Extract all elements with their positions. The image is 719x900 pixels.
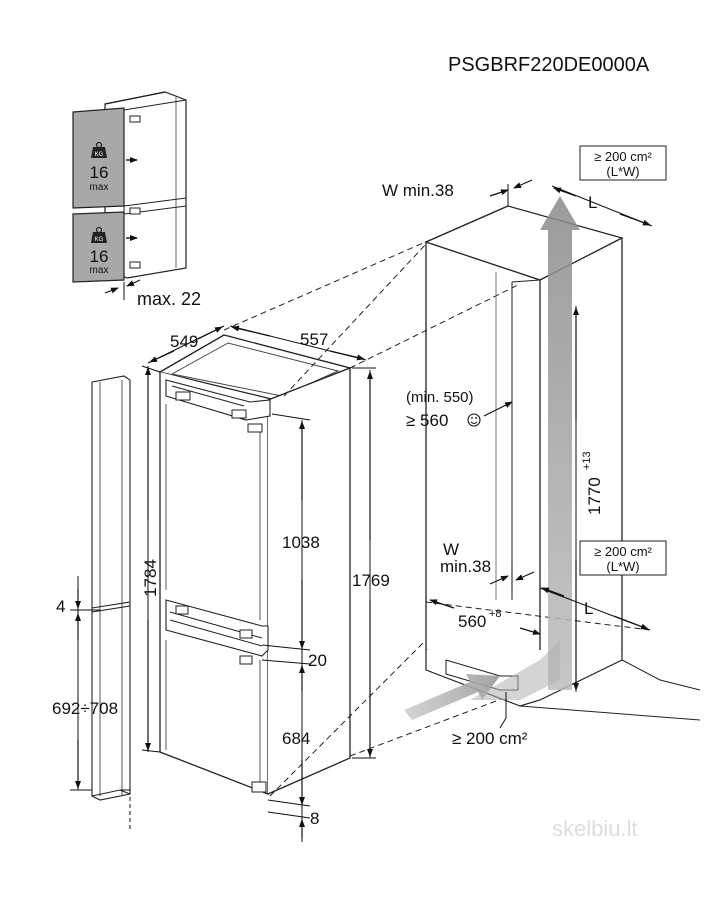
airflow-up-arrow <box>540 196 580 690</box>
airflow-in-arrow <box>404 674 500 720</box>
door-panel-range-label: 692÷708 <box>52 699 118 718</box>
top-vent-dim: L <box>588 193 597 212</box>
lower-shelf-load: 16 <box>90 247 109 266</box>
watermark-text: skelbiu.lt <box>552 816 638 841</box>
top-gap-label: W min.38 <box>382 181 454 200</box>
svg-text:KG: KG <box>95 237 104 243</box>
width-label: 549 <box>170 332 198 351</box>
rear-gap-label-min: min.38 <box>440 557 491 576</box>
depth-label: 557 <box>300 330 328 349</box>
niche-height-label: 1770 <box>585 477 604 515</box>
body-height-label: 1769 <box>352 571 390 590</box>
weight-icon: KG <box>91 141 107 158</box>
upper-shelf-unit: max <box>90 182 109 193</box>
rear-gap-label-w: W <box>443 540 459 559</box>
appliance-drawing: 549 557 1784 1769 1038 20 684 <box>52 205 521 842</box>
upper-shelf-load: 16 <box>90 163 109 182</box>
bottom-vent-area: ≥ 200 cm² <box>452 729 528 748</box>
mid-vent-dim: L <box>584 599 593 618</box>
lower-door-panel <box>72 211 125 283</box>
top-vent-area: ≥ 200 cm² <box>594 149 652 164</box>
mid-vent-area: ≥ 200 cm² <box>594 544 652 559</box>
svg-text:KG: KG <box>95 152 104 158</box>
niche-height-tolerance: +13 <box>581 451 593 470</box>
bottom-gap-label: 8 <box>310 809 319 828</box>
door-gap-label: 20 <box>308 651 327 670</box>
height-label: 1784 <box>141 559 160 597</box>
lower-shelf-unit: max <box>90 265 109 276</box>
door-offset-label: 4 <box>56 597 65 616</box>
depth-recommended-label: ≥ 560 <box>406 411 448 430</box>
weight-icon: KG <box>91 226 107 243</box>
lower-door-label: 684 <box>282 729 310 748</box>
top-vent-formula: (L*W) <box>606 164 639 179</box>
upper-door-label: 1038 <box>282 533 320 552</box>
mid-vent-formula: (L*W) <box>606 559 639 574</box>
niche-drawing: W min.38 ≥ 200 cm² (L*W) L (min. 550) ≥ … <box>382 145 701 748</box>
niche-width-tolerance: +8 <box>489 608 502 620</box>
door-shelf-detail: KG 16 max KG 16 max max. 22 <box>72 91 201 309</box>
niche-width-label: 560 <box>458 612 486 631</box>
watermark: skelbiu.lt <box>552 816 638 841</box>
model-code: PSGBRF220DE0000A <box>448 54 650 76</box>
top-vent-box <box>579 145 667 181</box>
max-depth-label: max. 22 <box>137 289 201 309</box>
depth-min-label: (min. 550) <box>406 389 474 406</box>
smiley-icon <box>467 413 481 427</box>
mid-vent-box <box>579 540 667 576</box>
